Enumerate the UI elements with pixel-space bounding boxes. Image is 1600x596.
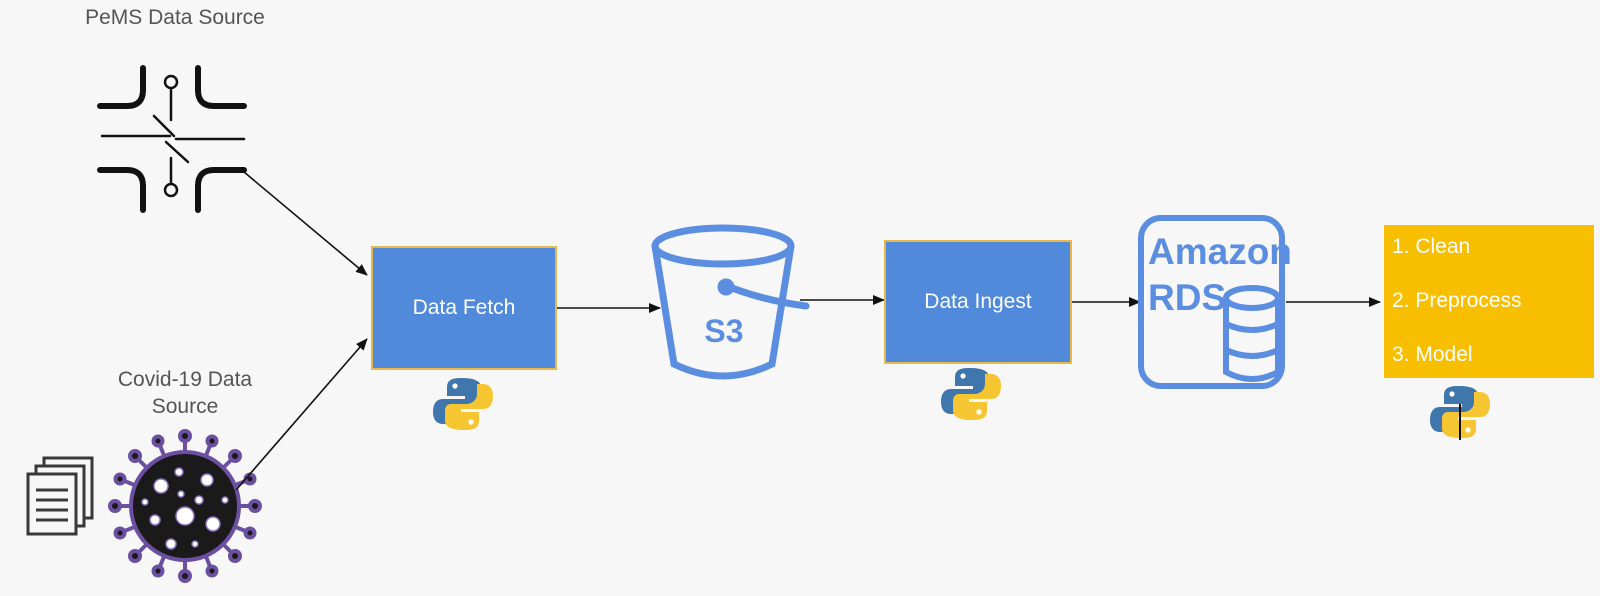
road-intersection-icon xyxy=(97,65,247,213)
covid-source-label: Covid-19 Data Source xyxy=(80,366,290,420)
data-ingest-label: Data Ingest xyxy=(924,290,1032,313)
arrow-pems-to-fetch xyxy=(243,171,368,276)
covid-label-line2: Source xyxy=(151,395,219,418)
documents-icon xyxy=(26,456,94,536)
step-clean: 1. Clean xyxy=(1392,235,1471,258)
analysis-steps-box: 1. Clean 2. Preprocess 3. Model xyxy=(1384,225,1594,378)
covid-label-line1: Covid-19 Data xyxy=(117,368,253,391)
step-preprocess: 2. Preprocess xyxy=(1392,289,1522,312)
rds-label-rds: RDS xyxy=(1148,277,1226,318)
rds-label-amazon: Amazon xyxy=(1148,231,1292,272)
rds-icon xyxy=(1138,215,1285,389)
python-logo-icon xyxy=(941,368,1001,420)
python-logo-icon xyxy=(433,378,493,430)
data-fetch-label: Data Fetch xyxy=(412,296,516,319)
s3-bucket-icon xyxy=(651,224,810,380)
arrow-covid-to-fetch xyxy=(235,338,368,491)
virus-icon xyxy=(108,429,262,583)
pems-source-label: PeMS Data Source xyxy=(85,6,265,29)
step-model: 3. Model xyxy=(1392,343,1473,366)
database-icon xyxy=(1223,285,1281,382)
data-fetch-box: Data Fetch xyxy=(371,246,557,370)
s3-label: S3 xyxy=(704,313,743,349)
connectors xyxy=(235,171,1381,491)
data-ingest-box: Data Ingest xyxy=(884,240,1072,364)
